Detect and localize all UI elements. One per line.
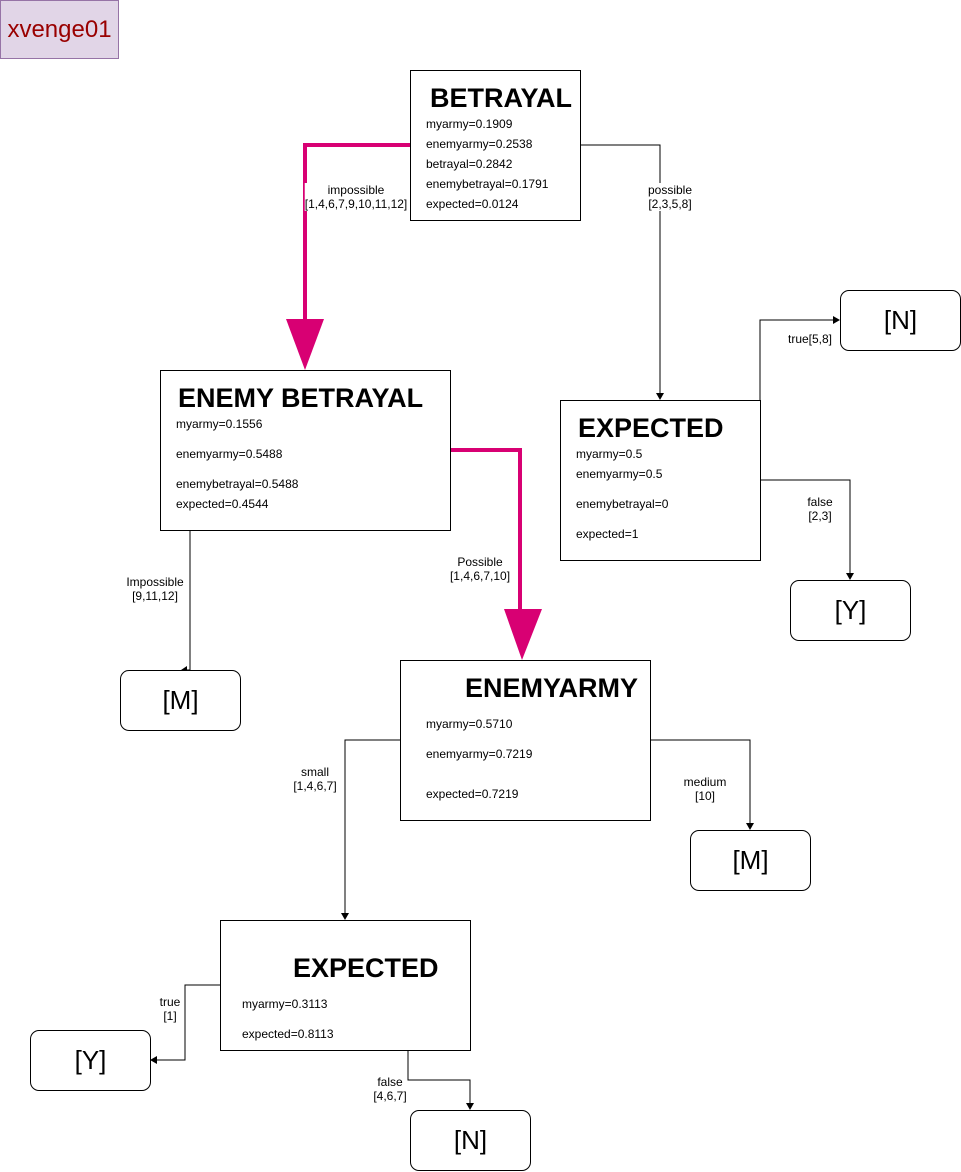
node-attr: myarmy=0.1909 xyxy=(426,117,513,131)
node-attr: enemyarmy=0.5488 xyxy=(176,447,283,461)
leaf-n-top: [N] xyxy=(840,290,961,351)
node-attr: expected=0.8113 xyxy=(242,1027,334,1041)
node-title: ENEMY BETRAYAL xyxy=(178,383,424,413)
edge-impossible-highlight xyxy=(303,143,410,322)
edge-label-small: small [1,4,6,7] xyxy=(293,765,337,793)
edge-label-impossible: impossible [1,4,6,7,9,10,11,12] xyxy=(304,183,408,211)
node-attr: myarmy=0.5 xyxy=(576,447,643,461)
node-attr: expected=0.0124 xyxy=(426,197,519,211)
arrowhead xyxy=(746,823,754,830)
node-enemy-betrayal: ENEMY BETRAYAL myarmy=0.1556 enemyarmy=0… xyxy=(160,370,451,531)
edge-label-possible-cap: Possible [1,4,6,7,10] xyxy=(449,555,511,583)
edge-label-true-1: true [1] xyxy=(159,995,181,1023)
arrowhead xyxy=(656,393,664,400)
edge-label-line: small xyxy=(300,765,329,779)
node-title: ENEMYARMY xyxy=(465,673,639,703)
node-enemyarmy: ENEMYARMY myarmy=0.5710 enemyarmy=0.7219… xyxy=(400,660,651,821)
node-attr: expected=0.4544 xyxy=(176,497,269,511)
edge-label-line: impossible xyxy=(327,183,385,197)
leaf-m-right: [M] xyxy=(690,830,811,891)
edge-label-line: true[5,8] xyxy=(787,332,833,346)
arrowhead-enemy-betrayal xyxy=(286,319,324,370)
edge-label-line: true xyxy=(159,995,181,1009)
arrowhead xyxy=(833,316,840,324)
node-attr: enemyarmy=0.2538 xyxy=(426,137,533,151)
arrowhead xyxy=(150,1056,157,1064)
node-attr: enemybetrayal=0 xyxy=(576,497,669,511)
edge-small xyxy=(344,739,400,914)
node-attr: expected=1 xyxy=(576,527,639,541)
node-attr: enemybetrayal=0.1791 xyxy=(426,177,549,191)
node-attr: enemybetrayal=0.5488 xyxy=(176,477,299,491)
node-attr: betrayal=0.2842 xyxy=(426,157,513,171)
arrowhead xyxy=(466,1103,474,1110)
leaf-y-bottom: [Y] xyxy=(30,1030,151,1091)
leaf-n-bottom: [N] xyxy=(410,1110,531,1171)
leaf-y-right: [Y] xyxy=(790,580,911,641)
node-expected-right: EXPECTED myarmy=0.5 enemyarmy=0.5 enemyb… xyxy=(560,400,761,561)
node-attr: myarmy=0.1556 xyxy=(176,417,263,431)
edge-label-false-23: false [2,3] xyxy=(807,495,833,523)
node-betrayal: BETRAYAL myarmy=0.1909 enemyarmy=0.2538 … xyxy=(410,70,581,221)
edge-impossible-cap xyxy=(185,530,191,671)
edge-label-medium: medium [10] xyxy=(683,775,727,803)
edge-possible xyxy=(580,144,661,394)
edge-medium xyxy=(650,739,751,824)
edge-label-line: [9,11,12] xyxy=(132,589,178,603)
edge-false-467 xyxy=(407,1050,471,1104)
edge-label-line: [2,3] xyxy=(808,509,832,523)
node-attr: expected=0.7219 xyxy=(426,787,519,801)
node-title: BETRAYAL xyxy=(430,83,573,113)
edge-label-line: [4,6,7] xyxy=(373,1089,407,1103)
edge-false-23 xyxy=(760,479,851,574)
edge-label-line: [10] xyxy=(694,789,715,803)
edge-true-1 xyxy=(156,984,220,1061)
arrowhead-enemyarmy xyxy=(504,609,542,660)
diagram-tag: xvenge01 xyxy=(0,0,119,59)
edge-label-impossible-cap: Impossible [9,11,12] xyxy=(126,575,184,603)
edge-label-line: false xyxy=(377,1075,403,1089)
edge-label-true-58: true[5,8] xyxy=(787,332,833,346)
node-attr: myarmy=0.5710 xyxy=(426,717,513,731)
edge-label-line: false xyxy=(807,495,833,509)
edge-label-line: [1] xyxy=(163,1009,177,1023)
node-attr: enemyarmy=0.7219 xyxy=(426,747,533,761)
edge-label-line: [1,4,6,7,9,10,11,12] xyxy=(304,197,408,211)
leaf-m-left: [M] xyxy=(120,670,241,731)
edge-possible-highlight xyxy=(450,448,522,612)
edge-label-line: medium xyxy=(683,775,727,789)
arrowhead xyxy=(846,573,854,580)
node-attr: myarmy=0.3113 xyxy=(242,997,328,1011)
edge-label-possible: possible [2,3,5,8] xyxy=(647,183,693,211)
edge-label-line: possible xyxy=(647,183,693,197)
edge-label-line: [1,4,6,7,10] xyxy=(449,569,511,583)
edge-label-line: Possible xyxy=(457,555,503,569)
arrowhead xyxy=(341,913,349,920)
edge-label-line: Impossible xyxy=(126,575,184,589)
node-expected-bottom: EXPECTED myarmy=0.3113 expected=0.8113 xyxy=(220,920,471,1051)
edge-label-line: [1,4,6,7] xyxy=(293,779,337,793)
node-title: EXPECTED xyxy=(293,953,439,983)
edge-label-line: [2,3,5,8] xyxy=(648,197,692,211)
edge-true-58 xyxy=(759,319,834,400)
edge-label-false-467: false [4,6,7] xyxy=(373,1075,407,1103)
node-attr: enemyarmy=0.5 xyxy=(576,467,663,481)
node-title: EXPECTED xyxy=(578,413,724,443)
